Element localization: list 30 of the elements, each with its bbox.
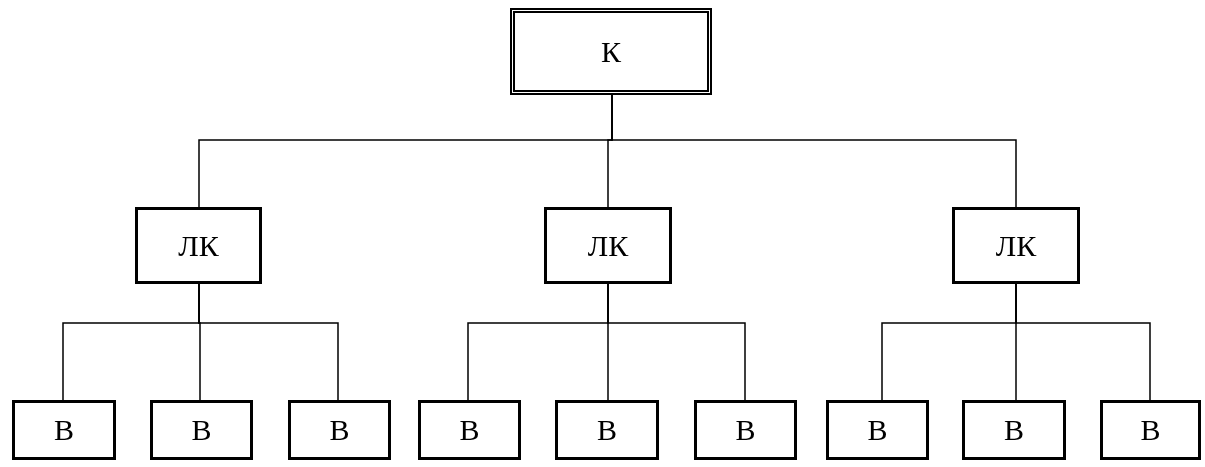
box-label: В [1140, 413, 1161, 447]
org-box [694, 400, 797, 460]
box-label: В [191, 413, 212, 447]
box-label: В [1004, 413, 1024, 447]
box-label: В [329, 413, 350, 447]
box-label: К [601, 34, 621, 69]
box-label: В [459, 413, 480, 447]
org-box [952, 207, 1080, 284]
box-label: ЛК [587, 228, 629, 263]
org-box [418, 400, 521, 460]
connector-line [607, 283, 746, 401]
org-box [12, 400, 116, 460]
org-box [555, 400, 659, 460]
org-box [826, 400, 929, 460]
org-box [544, 207, 672, 284]
box-label: ЛК [995, 228, 1037, 263]
org-box [962, 400, 1066, 460]
box-label: В [597, 413, 617, 447]
org-box [1100, 400, 1201, 460]
connector-line [1015, 283, 1151, 401]
org-box [135, 207, 262, 284]
org-box [150, 400, 253, 460]
box-label: В [867, 413, 888, 447]
box-label: В [54, 413, 74, 447]
root-box [510, 8, 712, 95]
org-box [288, 400, 391, 460]
box-label: В [735, 413, 756, 447]
connector-line [611, 94, 1017, 208]
box-label: ЛК [178, 228, 219, 263]
connector-line [198, 283, 339, 401]
